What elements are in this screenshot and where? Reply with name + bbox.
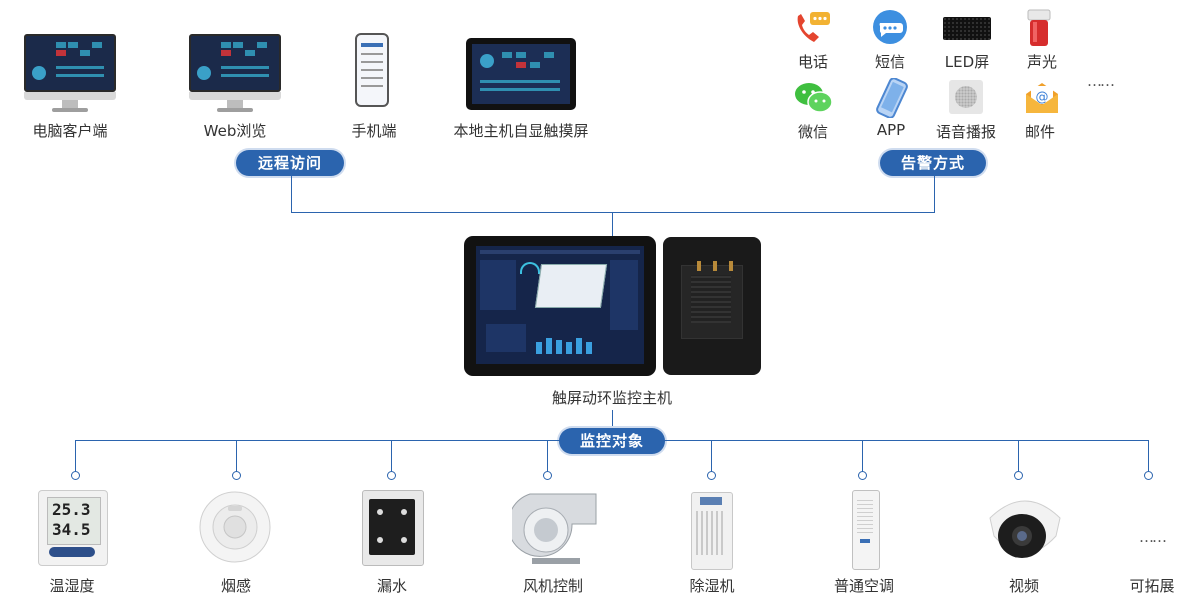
temperature-reading: 25.3	[52, 500, 91, 519]
alarm-item-label: 电话	[797, 53, 829, 71]
fan-blower-icon	[507, 488, 598, 568]
alarm-item-label: 邮件	[1024, 123, 1056, 141]
svg-text:@: @	[1036, 90, 1049, 105]
device-label: 风机控制	[522, 577, 584, 595]
device-label: 漏水	[376, 577, 408, 595]
alarm-item-label: 短信	[874, 53, 906, 71]
connector-dot	[1144, 471, 1153, 480]
alarm-item-label: APP	[876, 121, 906, 139]
remote-item-label: 手机端	[351, 122, 397, 140]
connector-line	[934, 176, 935, 212]
device-label: 除湿机	[689, 577, 735, 595]
monitored-objects-badge: 监控对象	[559, 428, 665, 454]
touchscreen-host-icon	[464, 236, 656, 376]
connector-line	[711, 440, 712, 474]
connector-dot	[232, 471, 241, 480]
remote-item-label: Web浏览	[203, 122, 267, 140]
connector-line	[236, 440, 237, 474]
desktop-monitor-icon	[189, 34, 281, 114]
camera-icon	[986, 490, 1064, 566]
alarm-methods-badge: 告警方式	[880, 150, 986, 176]
app-phone-icon	[872, 77, 908, 119]
connector-line	[1018, 440, 1019, 474]
host-label: 触屏动环监控主机	[551, 389, 673, 407]
connector-line	[391, 440, 392, 474]
device-label: 可拓展	[1129, 577, 1175, 595]
wechat-icon	[794, 80, 833, 116]
air-conditioner-icon	[852, 490, 880, 570]
alarm-item-label: 声光	[1026, 53, 1058, 71]
mail-icon: @	[1023, 80, 1059, 116]
connector-line	[547, 440, 548, 474]
connector-line	[75, 440, 1149, 441]
remote-access-badge: 远程访问	[236, 150, 344, 176]
connector-line	[291, 176, 292, 212]
siren-light-icon	[1024, 8, 1060, 46]
dehumidifier-icon	[691, 492, 733, 570]
connector-dot	[71, 471, 80, 480]
connector-dot	[858, 471, 867, 480]
host-back-panel-icon	[663, 237, 761, 375]
connector-line	[1148, 440, 1149, 474]
alarm-item-label: LED屏	[944, 53, 990, 71]
led-screen-icon	[943, 17, 991, 40]
humidity-reading: 34.5	[52, 520, 91, 539]
smartphone-icon	[355, 33, 389, 107]
device-label: 普通空调	[833, 577, 895, 595]
alarm-more-ellipsis: ……	[1087, 72, 1115, 90]
connector-line	[612, 212, 613, 238]
alarm-item-label: 语音播报	[935, 123, 997, 141]
sms-bubble-icon	[872, 10, 908, 46]
more-dots-icon: ……	[1139, 528, 1167, 546]
remote-item-label: 本地主机自显触摸屏	[453, 122, 589, 140]
connector-line	[862, 440, 863, 474]
smoke-detector-icon	[198, 490, 272, 564]
device-label: 视频	[1008, 577, 1040, 595]
alarm-item-label: 微信	[797, 123, 829, 141]
thermo-hygrometer-icon: 25.3 34.5	[38, 490, 108, 566]
connector-line	[291, 212, 935, 213]
speaker-icon	[949, 80, 983, 114]
device-label: 温湿度	[49, 577, 95, 595]
connector-dot	[543, 471, 552, 480]
connector-dot	[387, 471, 396, 480]
connector-line	[612, 410, 613, 428]
connector-line	[75, 440, 76, 474]
connector-dot	[707, 471, 716, 480]
phone-call-icon	[792, 10, 830, 46]
remote-item-label: 电脑客户端	[32, 122, 108, 140]
touchscreen-icon	[466, 38, 576, 110]
connector-dot	[1014, 471, 1023, 480]
water-leak-sensor-icon	[362, 490, 424, 566]
desktop-monitor-icon	[24, 34, 116, 114]
device-label: 烟感	[220, 577, 252, 595]
